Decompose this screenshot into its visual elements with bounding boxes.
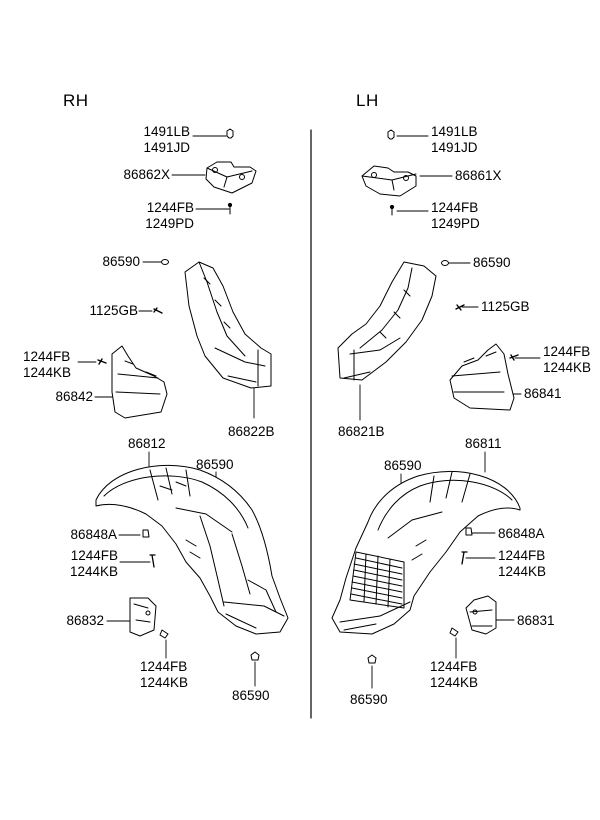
rh-fender-86812 — [95, 464, 289, 635]
lh-leader-lines — [359, 135, 541, 689]
lh-part-86821b: 86821B — [338, 424, 385, 439]
rh-part-86842: 86842 — [55, 389, 93, 404]
rh-part-86590-upper: 86590 — [102, 254, 140, 269]
rh-part-1125gb: 1125GB — [89, 303, 138, 318]
lh-part-86831: 86831 — [517, 613, 555, 628]
lh-bracket-86831 — [465, 595, 497, 635]
side-label-rh: RH — [63, 91, 89, 110]
lh-bracket-86861x — [361, 165, 417, 197]
lh-part-1244-bracket: 1244FB 1244KB — [430, 659, 479, 690]
lh-part-1244-mudguard: 1244FB 1244KB — [543, 344, 592, 375]
rh-part-1244-liner: 1244FB 1244KB — [69, 548, 118, 579]
rh-part-1244-1249: 1244FB 1249PD — [145, 200, 194, 231]
rh-bracket-86862x — [205, 161, 257, 194]
rh-bracket-86832 — [129, 597, 157, 637]
lh-fender-86811 — [331, 470, 521, 635]
lh-part-86861x: 86861X — [455, 168, 502, 183]
lh-mudguard-86841 — [449, 343, 515, 411]
rh-part-86832: 86832 — [66, 613, 104, 628]
lh-rail-86821b — [337, 261, 437, 381]
lh-part-1491: 1491LB 1491JD — [431, 124, 478, 155]
side-label-lh: LH — [356, 91, 379, 110]
rh-leader-lines — [77, 135, 256, 687]
rh-part-86812: 86812 — [128, 436, 166, 451]
rh-part-86862x: 86862X — [123, 167, 170, 182]
lh-part-86811: 86811 — [465, 436, 502, 451]
rh-part-86590-liner: 86590 — [196, 457, 234, 472]
rh-part-1244-bracket: 1244FB 1244KB — [140, 659, 189, 690]
lh-part-86590-upper: 86590 — [473, 255, 511, 270]
lh-part-1244-1249: 1244FB 1249PD — [431, 200, 480, 231]
lh-part-86590-bottom: 86590 — [350, 692, 388, 707]
rh-part-1244-mudguard: 1244FB 1244KB — [23, 349, 72, 380]
lh-part-86590-liner: 86590 — [384, 458, 422, 473]
lh-part-86848a: 86848A — [498, 526, 545, 541]
lh-part-1244-liner: 1244FB 1244KB — [498, 548, 547, 579]
rh-part-86590-bottom: 86590 — [232, 688, 270, 703]
lh-part-86841: 86841 — [524, 386, 562, 401]
rh-rail-86822b — [184, 261, 272, 389]
rh-part-1491: 1491LB 1491JD — [143, 124, 190, 155]
rh-part-86848a: 86848A — [70, 527, 117, 542]
rh-part-86822b: 86822B — [228, 424, 275, 439]
rh-mudguard-86842 — [111, 345, 168, 419]
lh-part-1125gb: 1125GB — [481, 299, 530, 314]
